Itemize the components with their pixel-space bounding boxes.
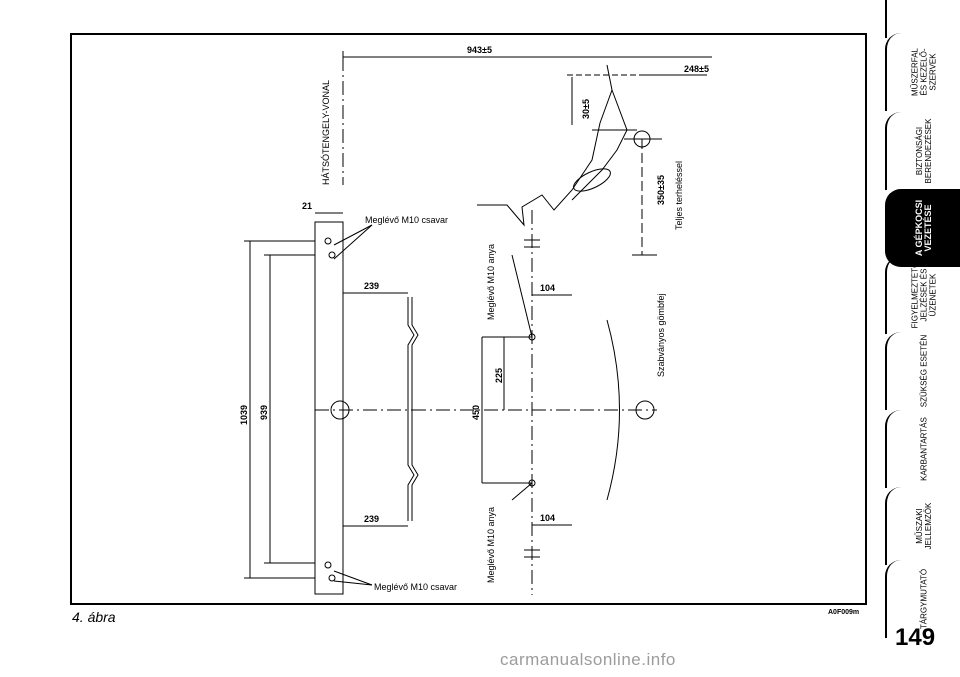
dim-104-bottom: 104	[540, 513, 555, 523]
dim-943: 943±5	[467, 45, 492, 55]
tab-index[interactable]: TÁRGYMUTATÓ	[885, 560, 960, 638]
tab-technical[interactable]: MŰSZAKI JELLEMZŐK	[885, 487, 960, 565]
tab-label: KARBANTARTÁS	[919, 417, 928, 481]
dim-239-top: 239	[364, 281, 379, 291]
tab-label: BIZTONSÁGI BERENDEZÉSEK	[914, 118, 933, 184]
figure-caption: 4. ábra	[72, 609, 116, 625]
tab-instruments[interactable]: MŰSZERFAL ÉS KEZELŐ- SZERVEK	[885, 33, 960, 111]
figure-frame: 943±5 248±5 21 239 239 104 104 30±5 350±…	[70, 33, 867, 605]
axle-line-label: HÁTSÓTENGELY-VONAL	[321, 80, 331, 185]
full-load-label: Teljes terheléssel	[674, 161, 684, 230]
tab-safety[interactable]: BIZTONSÁGI BERENDEZÉSEK	[885, 112, 960, 190]
bolt-label-top: Meglévő M10 csavar	[365, 215, 448, 225]
page-number: 149	[895, 624, 936, 651]
tab-label: FIGYELMEZTETŐ JELZÉSEK ÉS ÜZENETEK	[910, 261, 937, 329]
nut-label-bottom: Meglévő M10 anya	[486, 507, 496, 583]
sidebar-top-edge	[885, 0, 960, 38]
dim-450: 450	[471, 405, 481, 420]
dim-239-bottom: 239	[364, 514, 379, 524]
dim-104-top: 104	[540, 283, 555, 293]
dim-21: 21	[302, 201, 312, 211]
dim-248: 248±5	[684, 64, 709, 74]
tab-warnings[interactable]: FIGYELMEZTETŐ JELZÉSEK ÉS ÜZENETEK	[885, 256, 960, 334]
dim-30: 30±5	[581, 99, 591, 119]
figure-code: A0F009m	[828, 609, 860, 616]
dim-350: 350±35	[656, 175, 666, 205]
tab-emergency[interactable]: SZÜKSÉG ESETÉN	[885, 332, 960, 410]
ball-label: Szabványos gömbfej	[656, 293, 666, 377]
tab-label: SZÜKSÉG ESETÉN	[919, 334, 928, 408]
watermark: carmanualsonline.info	[500, 650, 676, 669]
tab-maintenance[interactable]: KARBANTARTÁS	[885, 410, 960, 488]
dim-1039: 1039	[239, 405, 249, 425]
technical-drawing: 943±5 248±5 21 239 239 104 104 30±5 350±…	[239, 45, 712, 595]
dim-939: 939	[259, 405, 269, 420]
bolt-label-bottom: Meglévő M10 csavar	[374, 582, 457, 592]
tab-label: MŰSZAKI JELLEMZŐK	[914, 502, 933, 550]
nut-label-top: Meglévő M10 anya	[486, 244, 496, 320]
tab-label: A GÉPKOCSI VEZETÉSE	[913, 199, 933, 257]
dim-225: 225	[494, 368, 504, 383]
tab-label: MŰSZERFAL ÉS KEZELŐ- SZERVEK	[910, 48, 937, 97]
chapter-sidebar: MŰSZERFAL ÉS KEZELŐ- SZERVEK BIZTONSÁGI …	[885, 0, 960, 677]
tab-driving[interactable]: A GÉPKOCSI VEZETÉSE	[885, 189, 960, 267]
